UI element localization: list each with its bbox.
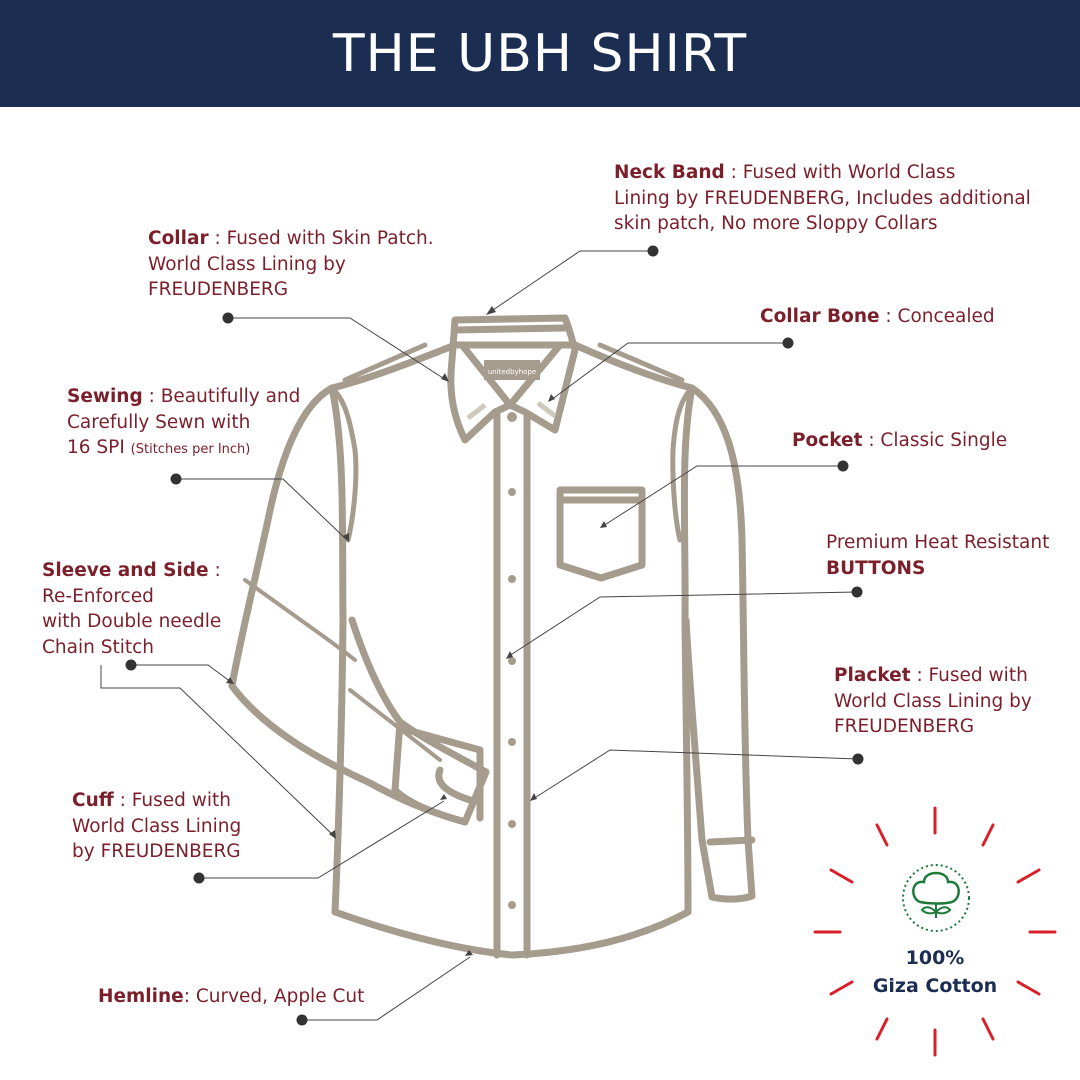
leader-lines — [100, 250, 859, 1021]
sewing-title: Sewing — [67, 386, 143, 407]
cotton-rays — [813, 806, 1057, 1057]
leader-collar — [228, 317, 447, 381]
callout-neck-band: Neck Band : Fused with World Class Linin… — [614, 162, 1031, 234]
giza-cotton-badge — [813, 806, 1057, 1057]
page-title: THE UBH SHIRT — [332, 23, 748, 84]
leader-neck-band — [489, 250, 653, 313]
pocket-title: Pocket — [792, 430, 863, 451]
leader-buttons — [508, 591, 858, 657]
leader-pocket — [602, 465, 843, 527]
leader-cuff — [199, 800, 445, 879]
shirt-button — [508, 575, 516, 583]
shirt-buttons — [507, 412, 517, 909]
pocket-outline — [556, 486, 646, 582]
collar-outline — [447, 314, 579, 444]
leader-collar-bone — [550, 342, 788, 401]
shirt-button — [507, 412, 517, 422]
brand-tag — [484, 360, 540, 380]
buttons-title: BUTTONS — [826, 557, 926, 579]
cotton-flower-icon — [902, 864, 970, 932]
title-banner: THE UBH SHIRT — [0, 0, 1080, 107]
callout-pocket: Pocket : Classic Single — [792, 430, 1008, 451]
collar-title: Collar — [148, 228, 209, 249]
badge-text: 100% Giza Cotton — [840, 944, 1030, 1000]
leader-hemline — [302, 956, 471, 1021]
leader-dots — [125, 245, 864, 1026]
brand-tag-label: unitedbyhope — [488, 368, 536, 376]
shirt-button — [508, 657, 516, 665]
callout-cuff: Cuff : Fused with World Class Lining by … — [72, 790, 242, 862]
badge-percent: 100% — [905, 947, 965, 969]
neck-band-title: Neck Band — [614, 162, 725, 183]
leader-sleeve-side-1 — [131, 664, 232, 683]
right-sleeve-outline — [682, 384, 756, 903]
callout-collar-bone: Collar Bone : Concealed — [760, 306, 995, 327]
placket-title: Placket — [834, 665, 911, 686]
callout-sewing: Sewing : Beautifully and Carefully Sewn … — [67, 386, 301, 458]
callout-buttons: Premium Heat Resistant BUTTONS — [826, 532, 1050, 579]
callout-sleeve-side: Sleeve and Side : Re-Enforced with Doubl… — [42, 560, 222, 658]
badge-label: Giza Cotton — [872, 975, 998, 997]
shirt-button — [508, 901, 516, 909]
shirt-button — [508, 738, 516, 746]
callout-placket: Placket : Fused with World Class Lining … — [834, 665, 1032, 737]
leader-sleeve-side-2 — [100, 665, 335, 837]
placket-outline — [493, 411, 531, 959]
callout-collar: Collar : Fused with Skin Patch. World Cl… — [148, 228, 434, 300]
shirt-button — [508, 488, 516, 496]
cuff-outline — [391, 718, 484, 826]
cuff-title: Cuff — [72, 790, 114, 811]
leader-sewing — [176, 478, 348, 541]
collar-bone-title: Collar Bone — [760, 306, 880, 327]
sleeve-side-title: Sleeve and Side — [42, 560, 209, 581]
leader-placket — [532, 749, 859, 800]
callout-hemline: Hemline: Curved, Apple Cut — [98, 986, 365, 1007]
hemline-title: Hemline — [98, 986, 184, 1007]
shirt-button — [508, 820, 516, 828]
shirt-body-outline — [328, 341, 696, 959]
